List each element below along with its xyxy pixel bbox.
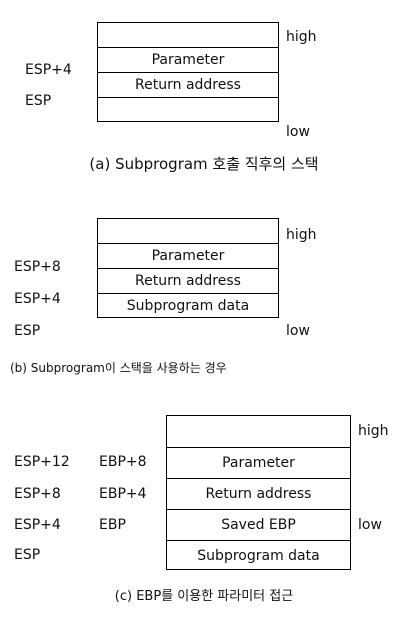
low-label: low — [358, 517, 382, 533]
stack-box-c: Parameter Return address Saved EBP Subpr… — [166, 415, 351, 570]
stack-cell-empty — [98, 219, 278, 244]
high-label: high — [358, 423, 389, 439]
caption-a: (a) Subprogram 호출 직후의 스택 — [89, 155, 319, 173]
stack-cell-saved-ebp: Saved EBP — [167, 509, 350, 540]
esp-label: ESP — [25, 93, 52, 109]
caption-b: (b) Subprogram이 스택을 사용하는 경우 — [10, 361, 227, 375]
stack-cell-subprogram-data: Subprogram data — [98, 293, 278, 318]
stack-cell-return-address: Return address — [98, 72, 278, 97]
stack-cell-empty — [98, 97, 278, 122]
esp-plus-4-label: ESP+4 — [25, 62, 72, 78]
stack-cell-empty — [167, 416, 350, 447]
esp-plus-12-label: ESP+12 — [14, 454, 70, 470]
esp-plus-4-label: ESP+4 — [14, 291, 61, 307]
low-label: low — [286, 323, 310, 339]
esp-label: ESP — [14, 547, 41, 563]
esp-label: ESP — [14, 323, 41, 339]
ebp-plus-8-label: EBP+8 — [99, 454, 147, 470]
stack-cell-return-address: Return address — [98, 268, 278, 293]
esp-plus-8-label: ESP+8 — [14, 486, 61, 502]
high-label: high — [286, 227, 317, 243]
stack-cell-empty — [98, 23, 278, 48]
stack-cell-parameter: Parameter — [98, 243, 278, 268]
esp-plus-4-label: ESP+4 — [14, 517, 61, 533]
stack-cell-parameter: Parameter — [98, 47, 278, 72]
stack-box-b: Parameter Return address Subprogram data — [97, 218, 279, 318]
stack-cell-parameter: Parameter — [167, 447, 350, 478]
stack-cell-subprogram-data: Subprogram data — [167, 540, 350, 571]
low-label: low — [286, 124, 310, 140]
esp-plus-8-label: ESP+8 — [14, 259, 61, 275]
high-label: high — [286, 29, 317, 45]
ebp-label: EBP — [99, 517, 126, 533]
stack-box-a: Parameter Return address — [97, 22, 279, 122]
stack-cell-return-address: Return address — [167, 478, 350, 509]
caption-c: (c) EBP를 이용한 파라미터 접근 — [114, 589, 294, 604]
ebp-plus-4-label: EBP+4 — [99, 486, 147, 502]
